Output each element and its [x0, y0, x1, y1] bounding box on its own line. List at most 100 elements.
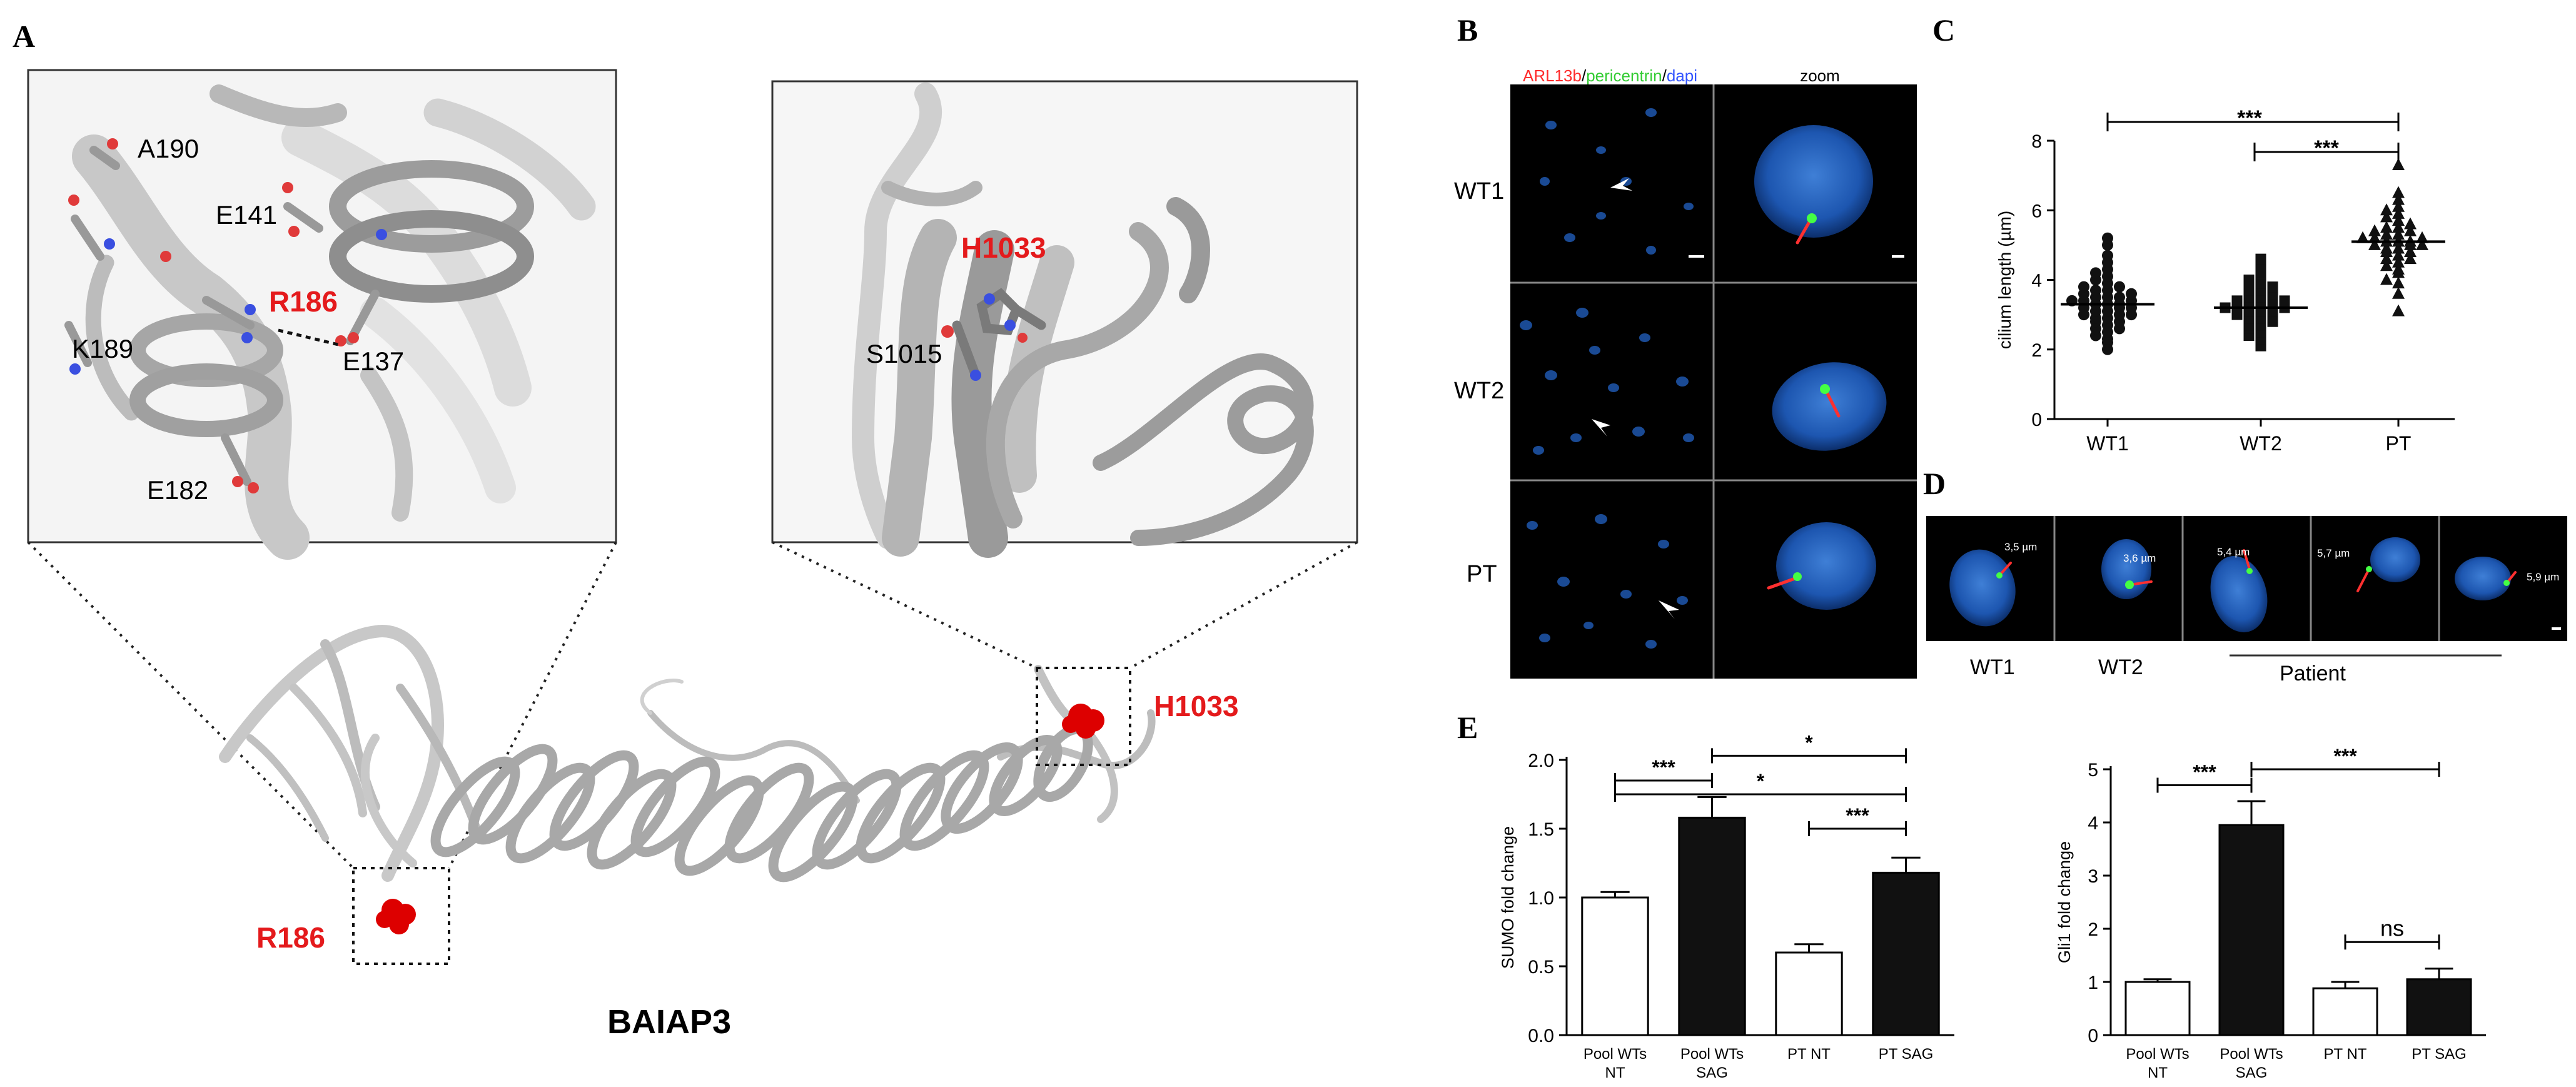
site-sphere-left — [376, 899, 416, 934]
e2-sig-label: *** — [2333, 745, 2357, 767]
c-point — [2404, 217, 2417, 230]
c-point — [2279, 295, 2290, 306]
res-a190: A190 — [138, 134, 199, 163]
e1-sig-label: *** — [1652, 756, 1675, 779]
c-point — [2078, 281, 2089, 293]
zoom-cilia — [1767, 220, 1841, 590]
site-box-right — [1036, 667, 1131, 766]
c-point — [2404, 245, 2417, 257]
d-measure-5: 5,9 µm — [2527, 571, 2559, 583]
c-point — [2392, 276, 2405, 289]
e1-ytick-label: 1.0 — [1528, 888, 1554, 909]
panel-b-letter: B — [1457, 13, 1478, 48]
e2-ytick-label: 0 — [2088, 1026, 2098, 1046]
d-label-wt2: WT2 — [2098, 655, 2143, 679]
c-ylabel: cilium length (µm) — [1995, 211, 2014, 350]
sig-c-1: *** — [2237, 106, 2262, 130]
e1-bar — [1581, 896, 1649, 1036]
c-point — [2392, 213, 2405, 226]
e2-ytick-label: 3 — [2088, 866, 2098, 887]
row-label-wt1: WT1 — [1454, 178, 1504, 205]
inset-right: H1033 S1015 — [771, 80, 1358, 558]
e2-bar — [2312, 987, 2378, 1036]
c-point — [2267, 281, 2278, 293]
res-e137: E137 — [343, 346, 404, 376]
e2-xtick-label: NT — [2148, 1064, 2168, 1081]
c-point — [2392, 241, 2405, 254]
site-box-left — [352, 867, 450, 965]
c-ytick-label: 2 — [2031, 340, 2042, 361]
zoom-nuclei — [1754, 125, 1887, 610]
site-sphere-right — [1062, 704, 1104, 739]
site-label-left: R186 — [256, 921, 325, 954]
e2-ytick-label: 2 — [2088, 919, 2098, 940]
c-point — [2114, 291, 2125, 303]
e2-bar — [2124, 981, 2191, 1036]
e2-ylabel: Gli1 fold change — [2055, 841, 2074, 963]
e1-xtick-label: Pool WTs — [1583, 1046, 1647, 1063]
c-point — [2243, 275, 2255, 285]
d-label-patient: Patient — [2280, 662, 2346, 685]
e2-ytick-label: 4 — [2088, 813, 2098, 834]
e1-bar — [1678, 816, 1746, 1036]
d-measure-4: 5,7 µm — [2317, 547, 2350, 559]
e2-xtick-label: Pool WTs — [2220, 1046, 2283, 1063]
e2-bar — [2406, 978, 2472, 1036]
c-point — [2392, 158, 2405, 170]
c-xtick-label: WT1 — [2086, 432, 2129, 455]
c-xtick-label: WT2 — [2240, 432, 2282, 455]
c-ytick-label: 6 — [2031, 201, 2042, 221]
e1-xtick-label: NT — [1605, 1064, 1625, 1081]
c-point — [2380, 259, 2393, 271]
e2-bar — [2218, 824, 2285, 1036]
e1-sig-label: * — [1757, 770, 1765, 792]
c-point — [2368, 231, 2381, 243]
e1-sig-label: *** — [1846, 804, 1869, 827]
c-point — [2392, 221, 2405, 233]
c-point — [2380, 221, 2393, 233]
c-point — [2416, 238, 2428, 250]
d-measure-3: 5,4 µm — [2217, 546, 2250, 558]
c-point — [2090, 285, 2101, 296]
c-point — [2380, 252, 2393, 265]
c-point — [2356, 231, 2369, 243]
c-point — [2243, 285, 2255, 296]
helix-bundles — [430, 724, 1093, 882]
res-h1033: H1033 — [961, 231, 1046, 264]
row-label-pt: PT — [1467, 561, 1497, 587]
res-r186: R186 — [269, 285, 338, 318]
c-ytick-label: 4 — [2031, 271, 2042, 291]
d-measure-1: 3,5 µm — [2004, 541, 2037, 553]
e2-xtick-label: SAG — [2236, 1064, 2268, 1081]
res-s1015: S1015 — [866, 339, 942, 368]
e2-ytick-label: 5 — [2088, 760, 2098, 781]
panel-d-letter: D — [1923, 466, 1946, 501]
e1-ytick-label: 0.0 — [1528, 1026, 1554, 1046]
e1-ytick-label: 1.5 — [1528, 819, 1554, 840]
e1-xtick-label: Pool WTs — [1680, 1046, 1744, 1063]
c-point — [2392, 200, 2405, 212]
panel-e-letter: E — [1457, 710, 1478, 745]
e1-xtick-label: PT SAG — [1879, 1046, 1934, 1063]
panel-a-letter: A — [13, 19, 35, 54]
panel-c-letter: C — [1932, 13, 1955, 48]
e1-ytick-label: 2.0 — [1528, 751, 1554, 771]
c-point — [2255, 278, 2266, 289]
e1-bar — [1872, 871, 1940, 1036]
c-point — [2392, 286, 2405, 299]
c-point — [2231, 295, 2243, 306]
c-xtick-label: PT — [2386, 432, 2412, 455]
e1-xtick-label: PT NT — [1787, 1046, 1831, 1063]
c-point — [2102, 250, 2113, 261]
panel-a: A — [13, 19, 1358, 1041]
e1-xtick-label: SAG — [1696, 1064, 1728, 1081]
c-point — [2380, 228, 2393, 240]
c-point — [2090, 267, 2101, 279]
overview-arrows — [1592, 178, 1679, 619]
panel-d: D 3,5 µm 3,6 µm 5,4 — [1923, 466, 2567, 685]
res-k189: K189 — [72, 334, 133, 363]
c-point — [2416, 231, 2428, 243]
